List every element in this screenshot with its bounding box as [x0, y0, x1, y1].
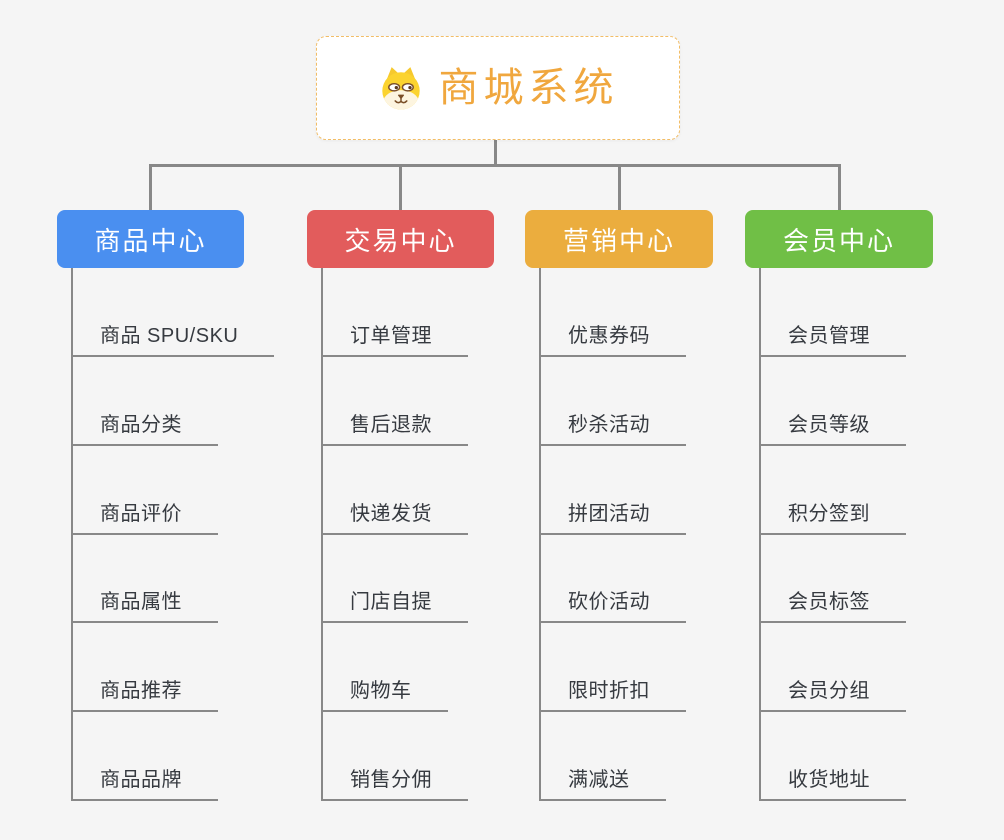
- mindmap-child-node[interactable]: 会员分组: [760, 676, 906, 712]
- mindmap-child-node[interactable]: 会员标签: [760, 587, 906, 623]
- mindmap-child-node[interactable]: 满减送: [540, 765, 666, 801]
- mindmap-child-node[interactable]: 积分签到: [760, 499, 906, 535]
- mindmap-child-node[interactable]: 门店自提: [322, 587, 468, 623]
- mindmap-child-node[interactable]: 会员等级: [760, 410, 906, 446]
- dog-face-icon: [381, 67, 420, 110]
- branch-header-product-center[interactable]: 商品中心: [57, 210, 244, 268]
- connector-root-drop: [494, 140, 497, 165]
- mindmap-child-node[interactable]: 售后退款: [322, 410, 468, 446]
- mindmap-child-node[interactable]: 会员管理: [760, 321, 906, 357]
- mindmap-child-node[interactable]: 订单管理: [322, 321, 468, 357]
- mindmap-root-node[interactable]: 商城系统: [316, 36, 680, 140]
- mindmap-child-node[interactable]: 商品属性: [72, 587, 218, 623]
- mindmap-child-node[interactable]: 商品 SPU/SKU: [72, 321, 275, 357]
- mindmap-child-node[interactable]: 秒杀活动: [540, 410, 686, 446]
- connector-bus: [150, 164, 840, 167]
- connector-drop: [399, 164, 402, 210]
- mindmap-child-node[interactable]: 限时折扣: [540, 676, 686, 712]
- mindmap-child-node[interactable]: 商品品牌: [72, 765, 218, 801]
- branch-header-marketing-center[interactable]: 营销中心: [525, 210, 713, 268]
- branch-header-trade-center[interactable]: 交易中心: [307, 210, 494, 268]
- mindmap-child-node[interactable]: 商品分类: [72, 410, 218, 446]
- connector-drop: [149, 164, 152, 210]
- mindmap-child-node[interactable]: 拼团活动: [540, 499, 686, 535]
- mindmap-child-node[interactable]: 购物车: [322, 676, 448, 712]
- mindmap-child-node[interactable]: 优惠券码: [540, 321, 686, 357]
- connector-drop: [618, 164, 621, 210]
- mindmap-child-node[interactable]: 商品评价: [72, 499, 218, 535]
- connector-drop: [838, 164, 841, 210]
- mindmap-child-node[interactable]: 快递发货: [322, 499, 468, 535]
- mindmap-child-node[interactable]: 销售分佣: [322, 765, 468, 801]
- mindmap-child-node[interactable]: 收货地址: [760, 765, 906, 801]
- branch-header-member-center[interactable]: 会员中心: [745, 210, 933, 268]
- root-title: 商城系统: [438, 66, 619, 110]
- mindmap-child-node[interactable]: 商品推荐: [72, 676, 218, 712]
- mindmap-child-node[interactable]: 砍价活动: [540, 587, 686, 623]
